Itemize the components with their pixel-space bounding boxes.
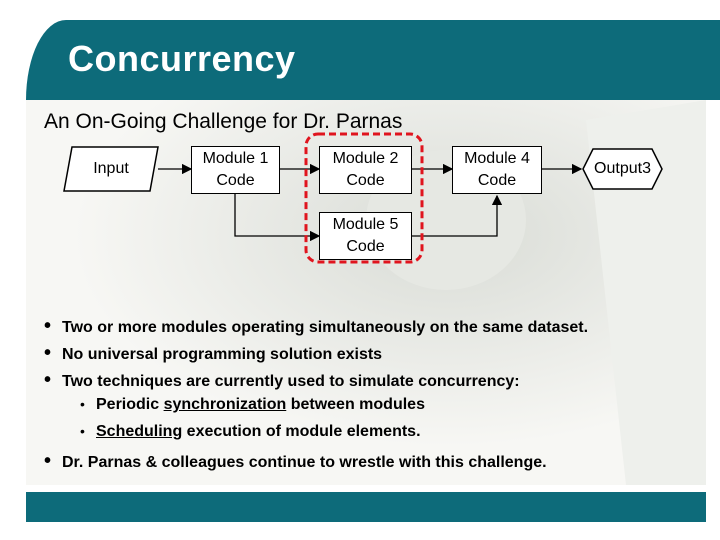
sub-bullet-1: •Periodic synchronization between module… — [80, 396, 425, 413]
module4-name: Module 4 — [464, 150, 530, 167]
module4-code: Code — [477, 172, 517, 189]
synchronization-link[interactable]: synchronization — [163, 396, 287, 413]
bullet-3: •Two techniques are currently used to si… — [44, 369, 520, 391]
input-shape — [63, 146, 159, 192]
module1-name: Module 1 — [202, 150, 269, 167]
module2-box: Module 2 Code — [319, 146, 412, 194]
input-label: Input — [93, 160, 129, 177]
bullet-dot-icon: • — [44, 315, 52, 337]
bullet-4: •Dr. Parnas & colleagues continue to wre… — [44, 450, 547, 472]
concurrency-highlight — [304, 132, 424, 264]
module2-code: Code — [346, 172, 385, 189]
scheduling-link[interactable]: Scheduling — [96, 423, 183, 440]
bullet-dot-icon: • — [44, 450, 52, 472]
module1-code: Code — [216, 172, 255, 189]
bullet-2: •No universal programming solution exist… — [44, 342, 383, 364]
bullet-dot-icon: • — [44, 342, 52, 364]
module2-name: Module 2 — [332, 150, 399, 167]
module5-name: Module 5 — [332, 216, 399, 233]
header-bar — [26, 20, 720, 100]
slide-subtitle: An On-Going Challenge for Dr. Parnas — [44, 110, 403, 133]
module5-code: Code — [346, 238, 385, 255]
module1-box: Module 1 Code — [191, 146, 280, 194]
output-label: Output3 — [594, 160, 651, 177]
module5-box: Module 5 Code — [319, 212, 412, 260]
sub-bullet-2: •Scheduling execution of module elements… — [80, 423, 421, 440]
sub-bullet-dot-icon: • — [80, 423, 85, 439]
arrow-module5-module4 — [412, 194, 503, 237]
slide-title: Concurrency — [68, 38, 296, 79]
arrow-module1-module5 — [234, 194, 321, 242]
module4-box: Module 4 Code — [452, 146, 542, 194]
bullet-1: •Two or more modules operating simultane… — [44, 315, 589, 337]
bullet-dot-icon: • — [44, 369, 52, 391]
footer-bar — [26, 492, 706, 522]
output-shape — [582, 148, 663, 190]
sub-bullet-dot-icon: • — [80, 396, 85, 412]
